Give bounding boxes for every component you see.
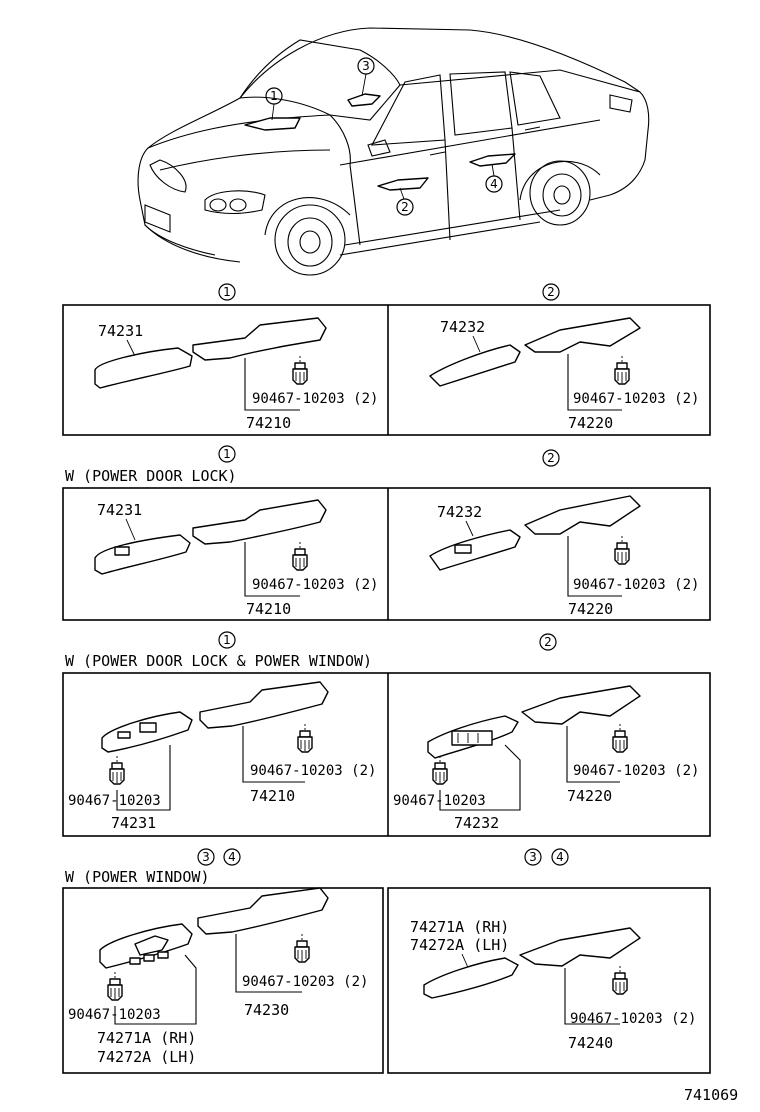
car-illustration <box>137 27 650 276</box>
section-1-left-base-label: 74210 <box>246 414 291 432</box>
section-2-right-base-label: 74220 <box>568 600 613 618</box>
section-1-right-switch-cover <box>429 344 521 387</box>
section-1-left-circle: 1 <box>223 285 231 299</box>
section-4-left-circle-4: 4 <box>228 850 236 864</box>
figure-number: 741069 <box>684 1086 738 1104</box>
section-4-right-clip-label: 90467-10203 (2) <box>570 1011 696 1027</box>
section-1-right-circle: 2 <box>547 285 555 299</box>
section-2-left-base-label: 74210 <box>246 600 291 618</box>
car-callout-4-label: 4 <box>490 177 498 191</box>
section-2-frame <box>62 487 711 621</box>
section-3-right-base-panel <box>521 685 641 725</box>
section-2: 1 2 W (POWER DOOR LOCK) 74231 90467-1020… <box>62 445 711 621</box>
section-4-title: W (POWER WINDOW) <box>65 868 210 886</box>
section-1-right-clip-label: 90467-10203 (2) <box>573 391 699 407</box>
car-callout-4: 4 <box>485 163 503 193</box>
section-1-right-base-panel <box>524 317 641 353</box>
section-2-left-clip-label: 90467-10203 (2) <box>252 577 378 593</box>
car-callout-1-label: 1 <box>270 89 278 103</box>
section-1-frame <box>62 304 711 436</box>
section-3-right-circle: 2 <box>544 635 552 649</box>
section-2-right-switch-label: 74232 <box>437 503 482 521</box>
section-4-right-base-panel <box>519 927 641 967</box>
section-1-left-switch-label: 74231 <box>98 322 143 340</box>
section-4-right-frame <box>387 887 711 1074</box>
section-1-right-base-label: 74220 <box>568 414 613 432</box>
section-1-right-switch-label: 74232 <box>440 318 485 336</box>
section-3-left-base-label: 74210 <box>250 787 295 805</box>
section-2-left-switch-label: 74231 <box>97 501 142 519</box>
section-4-left-switch-clip-label: 90467-10203 <box>68 1007 161 1023</box>
section-3-left-switch-clip-label: 90467-10203 <box>68 793 161 809</box>
section-4-left-switch-lh-label: 74272A (LH) <box>97 1048 196 1066</box>
section-3-right-clip-label: 90467-10203 (2) <box>573 763 699 779</box>
section-3-frame <box>62 672 711 837</box>
section-4-right-switch-rh-label: 74271A (RH) <box>410 918 509 936</box>
section-2-left-base-panel <box>192 499 327 545</box>
section-4-right-circle-3: 3 <box>529 850 537 864</box>
section-3-left-switch-label: 74231 <box>111 814 156 832</box>
section-4-left-base-label: 74230 <box>244 1001 289 1019</box>
car-callout-2: 2 <box>396 187 414 216</box>
section-1-left-switch-cover <box>94 347 193 389</box>
section-4-right-circle-4: 4 <box>556 850 564 864</box>
section-3-left-clip-label: 90467-10203 (2) <box>250 763 376 779</box>
section-4-right-switch-lh-label: 74272A (LH) <box>410 936 509 954</box>
section-4-right-switch-cover <box>423 957 519 999</box>
car-callout-3: 3 <box>357 57 375 97</box>
section-2-right-base-panel <box>524 495 641 535</box>
section-2-left-circle: 1 <box>223 447 231 461</box>
section-4-left-switch-rh-label: 74271A (RH) <box>97 1029 196 1047</box>
section-4-left-clip-label: 90467-10203 (2) <box>242 974 368 990</box>
section-3-title: W (POWER DOOR LOCK & POWER WINDOW) <box>65 652 372 670</box>
section-4: 3 4 3 4 W (POWER WINDOW) 90467-10203 (2)… <box>62 848 711 1074</box>
section-3-left-base-panel <box>199 681 329 729</box>
section-2-right-clip-label: 90467-10203 (2) <box>573 577 699 593</box>
section-3-left-circle: 1 <box>223 633 231 647</box>
section-2-right-circle: 2 <box>547 451 555 465</box>
section-4-left-base-panel <box>197 887 329 935</box>
section-2-left-switch-cover <box>94 534 191 575</box>
section-3-right-switch-clip-label: 90467-10203 <box>393 793 486 809</box>
section-3-right-switch-label: 74232 <box>454 814 499 832</box>
car-callout-3-label: 3 <box>362 59 370 73</box>
section-3-right-base-label: 74220 <box>567 787 612 805</box>
section-3: 1 2 W (POWER DOOR LOCK & POWER WINDOW) 9… <box>62 631 711 837</box>
section-1-left-clip-label: 90467-10203 (2) <box>252 391 378 407</box>
car-callout-2-label: 2 <box>401 200 409 214</box>
section-1: 1 2 74231 90467-10203 (2) 74210 74232 90… <box>62 283 711 436</box>
section-1-left-base-panel <box>192 317 327 361</box>
section-2-title: W (POWER DOOR LOCK) <box>65 467 237 485</box>
car-callout-1: 1 <box>265 87 283 121</box>
section-4-left-frame <box>62 887 384 1074</box>
section-4-right-base-label: 74240 <box>568 1034 613 1052</box>
section-4-left-circle-3: 3 <box>202 850 210 864</box>
section-2-right-switch-cover <box>429 529 521 571</box>
